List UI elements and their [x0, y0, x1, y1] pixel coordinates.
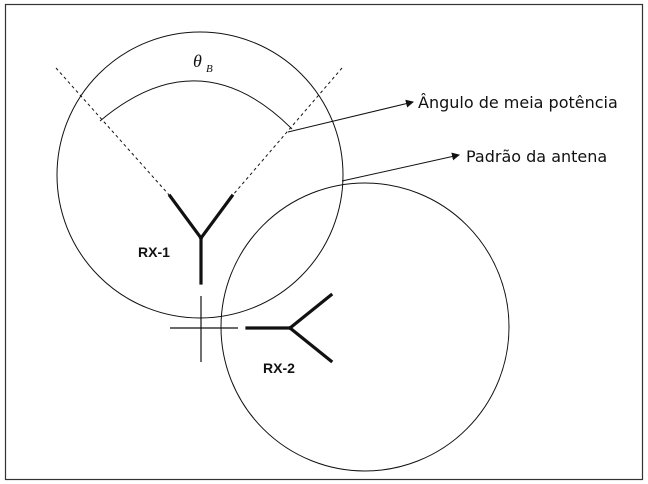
beam-edge-left: [55, 67, 171, 197]
antenna-pattern-rx1: [56, 31, 344, 319]
half-power-arrow: [287, 99, 414, 133]
half-power-label: Ângulo de meia potência: [418, 93, 618, 112]
rx2-label: RX-2: [263, 360, 295, 376]
beamwidth-arc: [99, 80, 293, 130]
antenna-pattern-rx2: [220, 182, 510, 472]
outer-border: [4, 3, 644, 481]
theta-subscript: B: [206, 63, 213, 75]
pattern-arrow: [341, 152, 460, 182]
rx2-antenna-icon: [245, 292, 334, 364]
antenna-pattern-label: Padrão da antena: [466, 147, 607, 166]
beam-edge-right: [231, 67, 343, 197]
rx1-antenna-icon: [167, 193, 235, 285]
theta-symbol: θ: [193, 51, 202, 71]
rx1-label: RX-1: [138, 244, 170, 260]
crosshair-icon: [170, 296, 238, 362]
